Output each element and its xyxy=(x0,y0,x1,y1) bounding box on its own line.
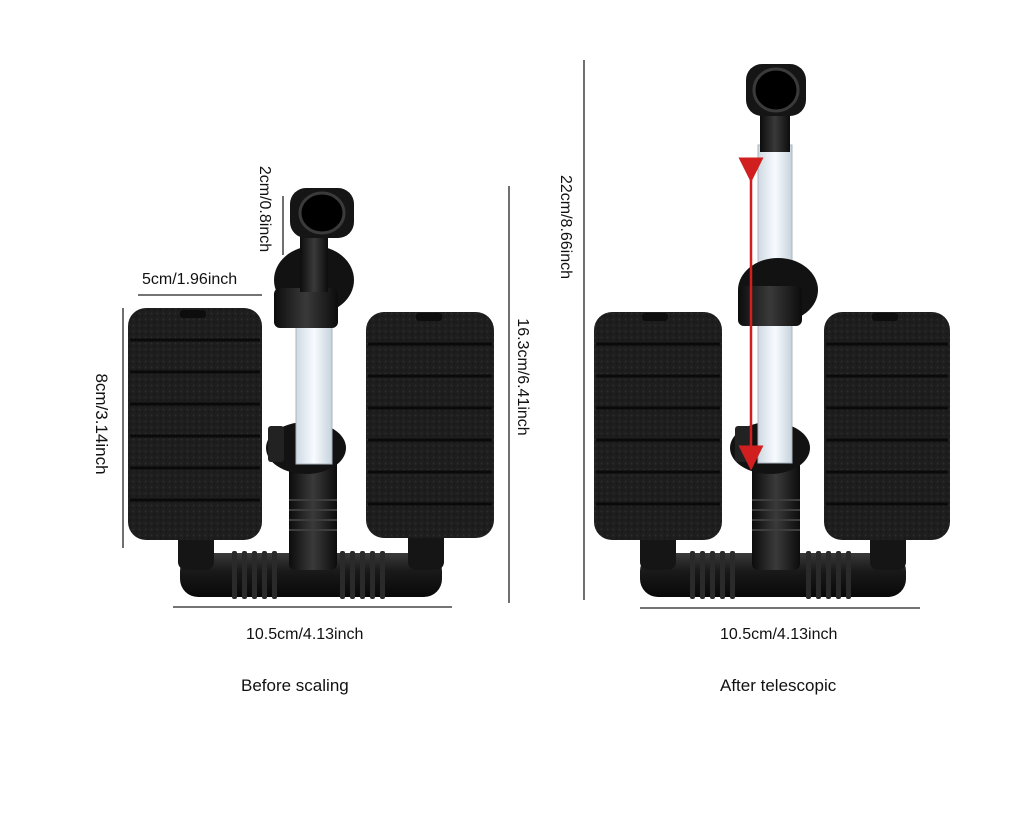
upper-holder xyxy=(738,286,802,326)
label-nozzle: 2cm/0.8inch xyxy=(256,165,273,253)
caption-after: After telescopic xyxy=(720,676,837,695)
clear-tube xyxy=(295,317,333,465)
dims-after xyxy=(583,60,920,609)
right-sponge xyxy=(366,312,494,538)
lower-clip xyxy=(268,426,284,462)
center-column xyxy=(289,458,337,570)
right-elbow xyxy=(408,530,444,570)
center-column xyxy=(752,458,800,570)
label-top-width: 5cm/1.96inch xyxy=(142,271,238,288)
dims-before xyxy=(122,186,510,608)
left-sponge xyxy=(128,308,262,540)
lower-clip xyxy=(735,426,751,462)
pipe-ribs xyxy=(690,551,851,599)
caption-before: Before scaling xyxy=(241,676,349,695)
upper-holder xyxy=(274,288,338,328)
filter-before xyxy=(128,188,494,599)
filter-after xyxy=(594,64,950,599)
left-sponge xyxy=(594,312,722,540)
label-total-height-before: 16.3cm/6.41inch xyxy=(514,318,531,436)
label-base-width-before: 10.5cm/4.13inch xyxy=(246,626,364,643)
label-sponge-height: 8cm/3.14inch xyxy=(92,373,111,475)
right-sponge xyxy=(824,312,950,540)
label-total-height-after: 22cm/8.66inch xyxy=(557,174,574,280)
pipe-ribs xyxy=(232,551,385,599)
label-base-width-after: 10.5cm/4.13inch xyxy=(720,626,838,643)
